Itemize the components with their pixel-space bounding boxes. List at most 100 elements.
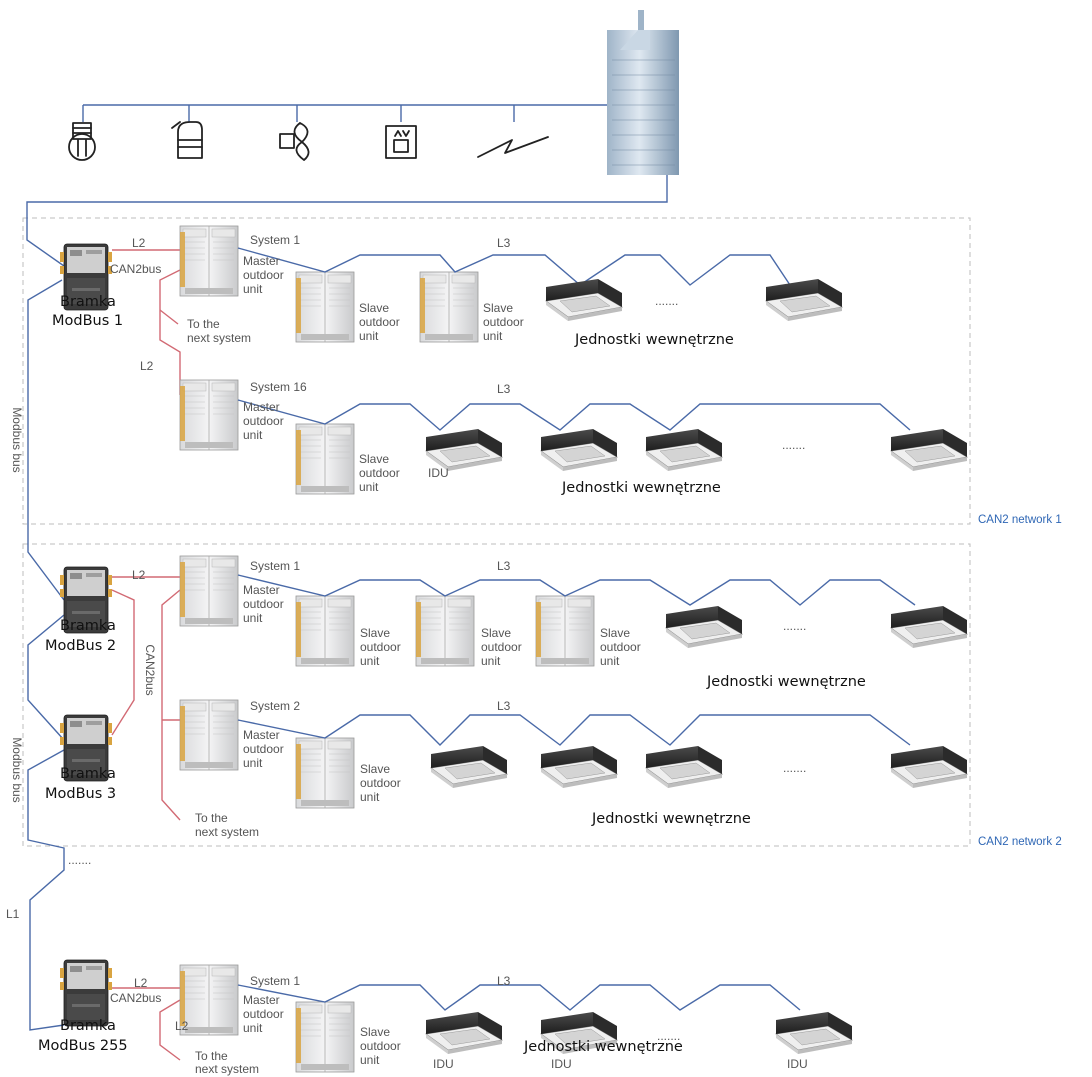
idu-label: IDU (551, 1057, 572, 1071)
building-icon (607, 10, 679, 175)
slave-label: Slave (600, 626, 630, 640)
gateway-3-line2: ModBus 3 (45, 786, 116, 802)
l2-label: L2 (175, 1019, 189, 1033)
outdoor-label: outdoor (481, 640, 522, 654)
indoor-units-label: Jednostki wewnętrzne (574, 332, 734, 348)
outdoor-label: outdoor (243, 742, 284, 756)
ellipsis-label: ....... (782, 438, 805, 452)
modbus-bus-line (27, 279, 65, 1031)
gateway-2-line2: ModBus 2 (45, 638, 116, 654)
idu-label: IDU (433, 1057, 454, 1071)
unit-label: unit (360, 654, 380, 668)
l3-label: L3 (497, 559, 511, 573)
next-system-label: next system (195, 825, 259, 839)
can2-network-1-box (22, 217, 971, 525)
outdoor-label: outdoor (243, 597, 284, 611)
l2-label: L2 (132, 568, 146, 582)
system-16-net1 (179, 379, 968, 495)
master-label: Master (243, 993, 280, 1007)
master-label: Master (243, 583, 280, 597)
slave-label: Slave (483, 301, 513, 315)
ellipsis-label: ....... (68, 853, 91, 867)
system-label: System 16 (250, 380, 307, 394)
l3-label: L3 (497, 236, 511, 250)
slave-label: Slave (359, 452, 389, 466)
outdoor-label: outdoor (483, 315, 524, 329)
master-label: Master (243, 400, 280, 414)
indoor-units-label: Jednostki wewnętrzne (561, 480, 721, 496)
slave-label: Slave (360, 626, 390, 640)
l2-label: L2 (134, 976, 148, 990)
system-1-bottom (112, 964, 853, 1073)
idu-label: IDU (787, 1057, 808, 1071)
to-the-label: To the (195, 1049, 228, 1063)
gateway-3-line1: Bramka (60, 766, 116, 782)
unit-label: unit (243, 756, 263, 770)
slave-label: Slave (359, 301, 389, 315)
ellipsis-label: ....... (783, 761, 806, 775)
light-bulb-icon (68, 122, 96, 161)
l2-label: L2 (140, 359, 154, 373)
l3-label: L3 (497, 382, 511, 396)
outdoor-label: outdoor (600, 640, 641, 654)
outdoor-label: outdoor (243, 268, 284, 282)
modbus-bus-label: Modbus bus (10, 407, 24, 472)
outdoor-label: outdoor (359, 466, 400, 480)
system-1-net1 (112, 225, 843, 395)
indoor-units-label: Jednostki wewnętrzne (523, 1039, 683, 1055)
can2bus-label: CAN2bus (110, 991, 161, 1005)
bms-bus (26, 104, 668, 267)
unit-label: unit (600, 654, 620, 668)
system-1-net2 (111, 555, 968, 821)
system-label: System 1 (250, 974, 300, 988)
modbus-bus-label: Modbus bus (10, 737, 24, 802)
master-label: Master (243, 254, 280, 268)
system-label: System 2 (250, 699, 300, 713)
modbus-gateway-255 (59, 959, 113, 1027)
ellipsis-label: ....... (657, 1029, 680, 1043)
slave-label: Slave (360, 1025, 390, 1039)
can2-network-2-label: CAN2 network 2 (978, 836, 1062, 848)
gateway-1-line2: ModBus 1 (52, 313, 123, 329)
can2bus-label: CAN2bus (110, 262, 161, 276)
master-label: Master (243, 728, 280, 742)
outdoor-label: outdoor (243, 1007, 284, 1021)
slave-label: Slave (360, 762, 390, 776)
l3-label: L3 (497, 974, 511, 988)
can2bus-label: CAN2bus (143, 644, 157, 695)
gateway-255-line1: Bramka (60, 1018, 116, 1034)
outdoor-label: outdoor (359, 315, 400, 329)
system-label: System 1 (250, 559, 300, 573)
to-the-label: To the (187, 317, 220, 331)
ellipsis-label: ....... (655, 294, 678, 308)
outdoor-label: outdoor (360, 640, 401, 654)
fire-extinguisher-icon (171, 121, 203, 159)
l2-label: L2 (132, 236, 146, 250)
gateway-255-line2: ModBus 255 (38, 1038, 128, 1054)
unit-label: unit (360, 1053, 380, 1067)
indoor-units-label: Jednostki wewnętrzne (591, 811, 751, 827)
l1-label: L1 (6, 907, 20, 921)
lightning-icon (477, 136, 549, 158)
to-the-label: To the (195, 811, 228, 825)
fan-icon (279, 122, 310, 161)
system-label: System 1 (250, 233, 300, 247)
can2-network-1-label: CAN2 network 1 (978, 514, 1062, 526)
unit-label: unit (243, 282, 263, 296)
system-2-net2 (162, 699, 968, 809)
unit-label: unit (360, 790, 380, 804)
can2-network-2-box (22, 543, 971, 847)
unit-label: unit (359, 480, 379, 494)
gateway-2-line1: Bramka (60, 618, 116, 634)
unit-label: unit (243, 611, 263, 625)
unit-label: unit (243, 1021, 263, 1035)
gateway-1-line1: Bramka (60, 294, 116, 310)
elevator-icon (385, 125, 417, 159)
unit-label: unit (359, 329, 379, 343)
outdoor-label: outdoor (360, 776, 401, 790)
unit-label: unit (483, 329, 503, 343)
idu-label: IDU (428, 466, 449, 480)
outdoor-label: outdoor (243, 414, 284, 428)
indoor-units-label: Jednostki wewnętrzne (706, 674, 866, 690)
